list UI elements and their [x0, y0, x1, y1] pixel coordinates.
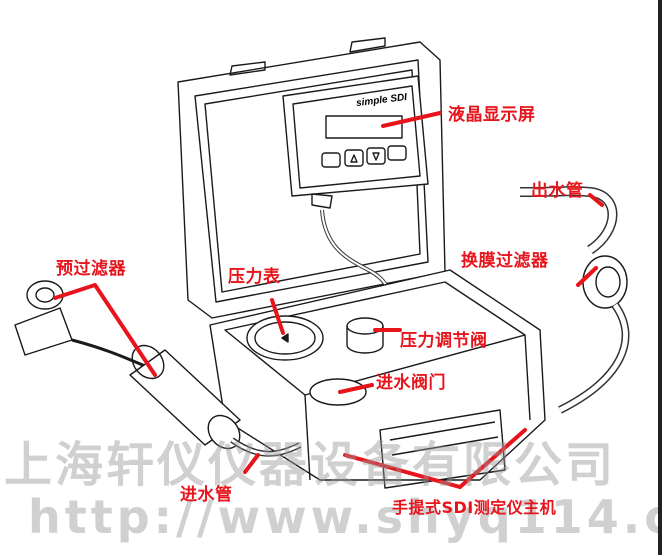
label-lcd-screen: 液晶显示屏	[448, 105, 536, 125]
label-main-unit: 手提式SDI测定仪主机	[392, 498, 557, 517]
label-prefilter: 预过滤器	[56, 259, 126, 279]
label-pressure-valve: 压力调节阀	[400, 331, 488, 351]
label-inlet-valve: 进水阀门	[376, 373, 446, 393]
display-unit	[282, 75, 429, 209]
label-inlet-pipe: 进水管	[180, 485, 233, 505]
watermark-url: http://www.shyq114.com/	[28, 490, 662, 544]
leader-lines	[53, 111, 604, 490]
label-membrane-filter: 换膜过滤器	[461, 251, 549, 271]
right-border	[658, 0, 662, 555]
label-outlet-pipe: 出水管	[531, 181, 584, 201]
label-pressure-gauge: 压力表	[228, 267, 281, 287]
watermark-company: 上海轩仪仪器设备有限公司	[4, 437, 617, 493]
membrane-filter-drawing	[558, 255, 630, 414]
prefilter-drawing	[14, 280, 302, 457]
